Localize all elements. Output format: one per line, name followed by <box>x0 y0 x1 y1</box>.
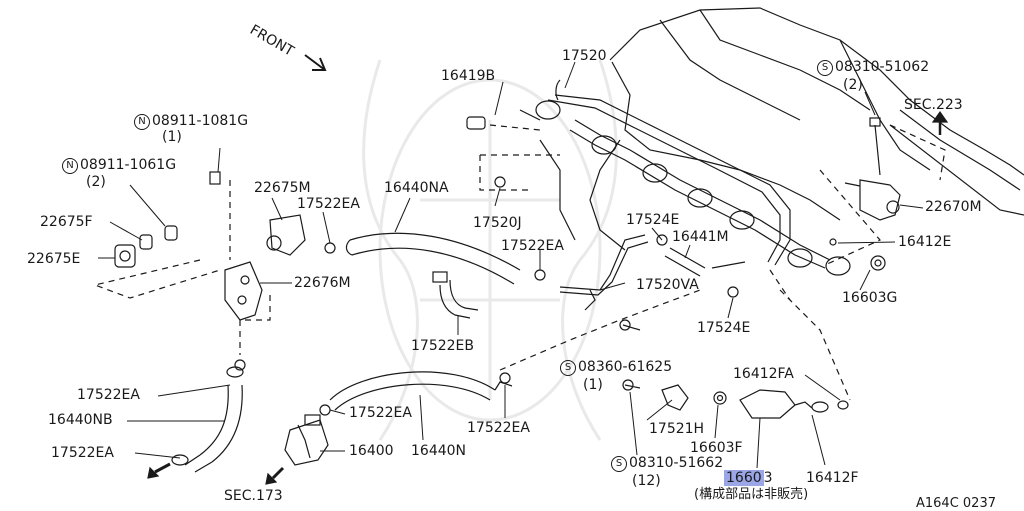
bracket-17522EB <box>432 271 479 319</box>
label-16440NB[interactable]: 16440NB <box>48 412 113 428</box>
qty-08911-1061G: (2) <box>86 174 106 190</box>
label-17522EA-top[interactable]: 17522EA <box>297 196 360 212</box>
label-sec223[interactable]: SEC.223 <box>904 97 963 113</box>
label-17520[interactable]: 17520 <box>562 48 607 64</box>
hose-16440NA <box>345 232 521 285</box>
n-circle-icon: N <box>62 158 78 174</box>
fuel-injector <box>619 319 849 419</box>
s-circle-icon: S <box>560 360 576 376</box>
label-16440N[interactable]: 16440N <box>411 443 467 459</box>
qty-08310-51062: (2) <box>843 77 863 93</box>
diagram-reference-code: A164C 0237 <box>916 496 996 511</box>
label-17524E-bottom[interactable]: 17524E <box>697 320 751 336</box>
highlight-box: 1660 <box>724 470 764 486</box>
label-17524E-top[interactable]: 17524E <box>626 212 680 228</box>
leader-lines <box>98 61 924 469</box>
fuel-rail <box>535 79 886 276</box>
label-17522EA-right[interactable]: 17522EA <box>467 420 530 436</box>
label-16441M[interactable]: 16441M <box>672 229 729 245</box>
label-16412F[interactable]: 16412F <box>806 470 859 486</box>
label-16419B[interactable]: 16419B <box>441 68 496 84</box>
label-16603G[interactable]: 16603G <box>842 290 898 306</box>
intake-manifold-outline <box>519 7 1024 251</box>
hose-16440NB <box>171 366 244 473</box>
note-not-sold-separately: (構成部品は非販売) <box>694 487 809 502</box>
qty-08310-51662: (12) <box>632 473 661 489</box>
label-17520VA[interactable]: 17520VA <box>636 277 699 293</box>
label-sec173[interactable]: SEC.173 <box>224 488 283 504</box>
dashed-leaders <box>92 124 946 401</box>
label-22675M[interactable]: 22675M <box>254 180 311 196</box>
label-17522EB[interactable]: 17522EB <box>411 338 474 354</box>
label-22676M[interactable]: 22676M <box>294 275 351 291</box>
fuel-pipe-17520VA <box>559 234 746 311</box>
label-16400[interactable]: 16400 <box>349 443 394 459</box>
qty-08360-61625: (1) <box>583 377 603 393</box>
label-22675F[interactable]: 22675F <box>40 214 93 230</box>
hose-16440N <box>329 371 513 411</box>
label-17522EA-center[interactable]: 17522EA <box>349 405 412 421</box>
qty-08911-1081G: (1) <box>162 129 182 145</box>
label-16412FA[interactable]: 16412FA <box>733 366 794 382</box>
s-circle-icon: S <box>817 60 833 76</box>
direction-arrows[interactable] <box>147 54 949 485</box>
s-circle-icon: S <box>611 456 627 472</box>
label-22670M[interactable]: 22670M <box>925 199 982 215</box>
clamps <box>234 116 837 416</box>
fuel-filter <box>284 414 329 466</box>
label-17520J[interactable]: 17520J <box>473 215 522 231</box>
label-16603F[interactable]: 16603F <box>690 440 743 456</box>
label-17522EA-left-b[interactable]: 17522EA <box>51 445 114 461</box>
pressure-regulator <box>844 117 901 221</box>
label-17522EA-mid[interactable]: 17522EA <box>501 238 564 254</box>
label-22675E[interactable]: 22675E <box>27 251 81 267</box>
watermark-emblem <box>362 59 618 441</box>
label-16412E[interactable]: 16412E <box>898 234 952 250</box>
damper-assembly <box>114 171 306 321</box>
label-17522EA-left-a[interactable]: 17522EA <box>77 387 140 403</box>
label-17521H[interactable]: 17521H <box>649 421 705 437</box>
label-16440NA[interactable]: 16440NA <box>384 180 449 196</box>
n-circle-icon: N <box>134 114 150 130</box>
